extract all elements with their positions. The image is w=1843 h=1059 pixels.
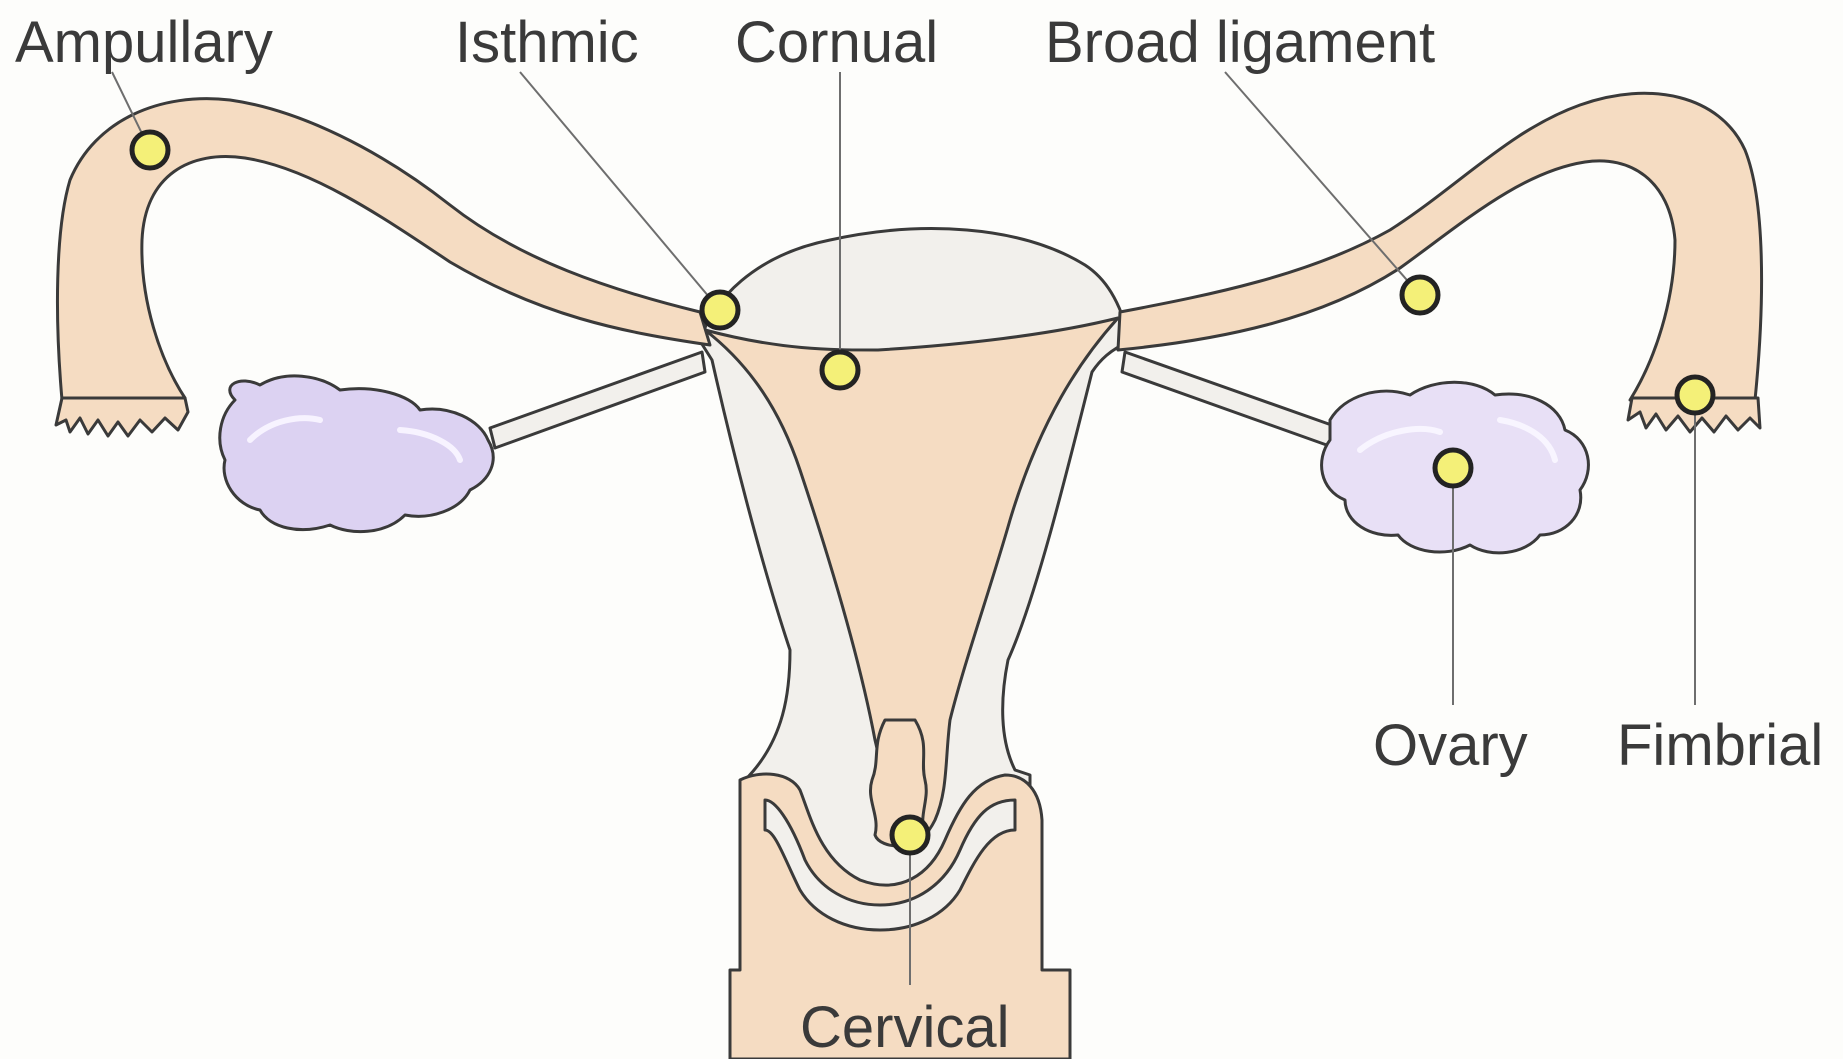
left-ovary xyxy=(220,376,493,532)
label-cornual: Cornual xyxy=(735,10,938,75)
marker-fimbrial xyxy=(1677,377,1713,413)
marker-ovary xyxy=(1435,450,1471,486)
marker-broad-ligament xyxy=(1402,277,1438,313)
label-broad-ligament: Broad ligament xyxy=(1045,10,1435,75)
label-ovary: Ovary xyxy=(1373,713,1528,778)
left-fimbriae xyxy=(56,398,188,436)
marker-cervical xyxy=(892,817,928,853)
label-isthmic: Isthmic xyxy=(455,10,639,75)
left-ovarian-ligament xyxy=(490,352,705,448)
right-ovarian-ligament xyxy=(1122,352,1340,448)
label-ampullary: Ampullary xyxy=(15,10,273,75)
right-fallopian-tube xyxy=(1118,93,1762,400)
marker-cornual xyxy=(822,352,858,388)
marker-isthmic xyxy=(702,292,738,328)
label-fimbrial: Fimbrial xyxy=(1617,713,1823,778)
marker-ampullary xyxy=(132,132,168,168)
label-cervical: Cervical xyxy=(800,995,1010,1059)
